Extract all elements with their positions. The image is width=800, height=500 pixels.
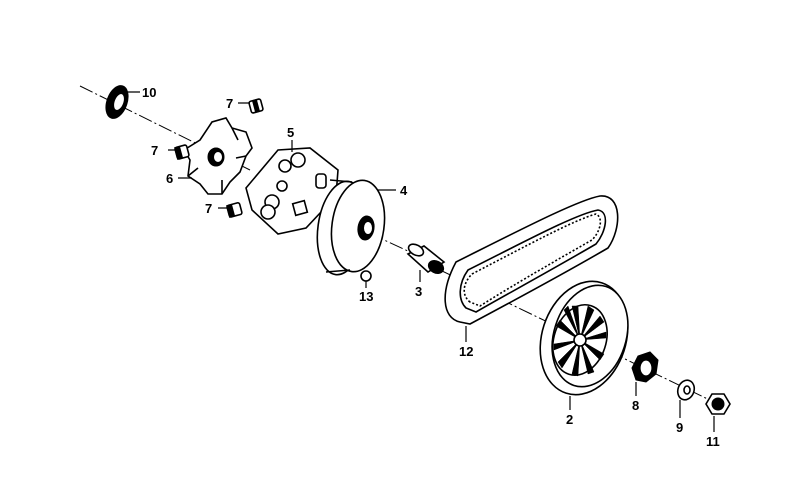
callout-9: 9 <box>676 420 683 435</box>
drive-belt-part[interactable] <box>444 195 619 325</box>
roller-plate-part[interactable] <box>245 147 339 235</box>
oil-seal-part[interactable] <box>102 83 132 122</box>
callout-2: 2 <box>566 412 573 427</box>
leader-lines <box>126 91 715 432</box>
callout-12: 12 <box>459 344 473 359</box>
callout-7-mid: 7 <box>151 143 158 158</box>
callout-11: 11 <box>706 434 720 449</box>
flange-nut-part[interactable] <box>705 393 731 415</box>
fixed-face-part[interactable] <box>526 270 642 406</box>
callout-3: 3 <box>415 284 422 299</box>
callout-8: 8 <box>632 398 639 413</box>
callout-7-top: 7 <box>226 96 233 111</box>
slider-piece-part[interactable] <box>174 98 264 218</box>
nut-part[interactable] <box>631 351 659 383</box>
collar-part[interactable] <box>406 242 446 276</box>
ball-part[interactable] <box>360 270 372 282</box>
washer-part[interactable] <box>675 378 697 402</box>
callout-13: 13 <box>359 289 373 304</box>
drive-face-part[interactable] <box>312 177 390 278</box>
callout-10: 10 <box>142 85 156 100</box>
centre-axis <box>79 85 721 406</box>
callout-6: 6 <box>166 171 173 186</box>
ramp-plate-part[interactable] <box>182 117 253 195</box>
callout-7-low: 7 <box>205 201 212 216</box>
callout-5: 5 <box>287 125 294 140</box>
callout-4: 4 <box>400 183 408 198</box>
